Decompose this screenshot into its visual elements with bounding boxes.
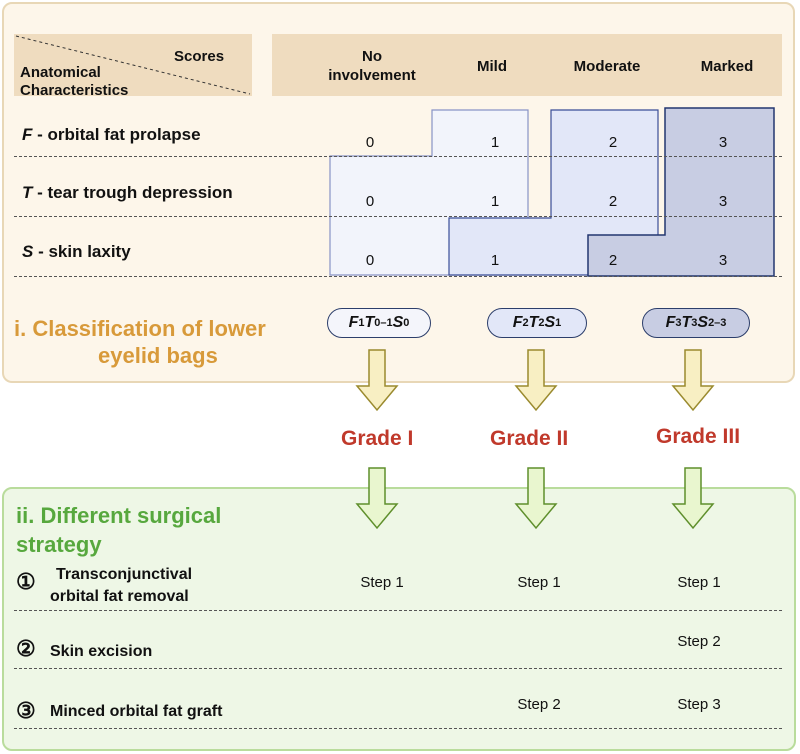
row-text-f: - orbital fat prolapse bbox=[32, 125, 201, 144]
grade-3-label: Grade III bbox=[656, 425, 741, 448]
step-label-1-line2: orbital fat removal bbox=[50, 588, 189, 605]
step-number-1: ① bbox=[16, 569, 36, 594]
score-cell: 2 bbox=[608, 134, 618, 151]
step-number-2: ② bbox=[16, 636, 36, 661]
step-cell: Step 3 bbox=[677, 696, 721, 713]
row-text-s: - skin laxity bbox=[33, 242, 131, 261]
step-label-2: Skin excision bbox=[50, 643, 153, 660]
grade-1-label: Grade I bbox=[341, 427, 414, 450]
classification-title-line2: eyelid bags bbox=[98, 343, 218, 368]
score-cell: 1 bbox=[490, 134, 500, 151]
strategy-title-line1: ii. Different surgical bbox=[16, 503, 222, 528]
score-cell: 0 bbox=[365, 193, 375, 210]
row-divider bbox=[14, 276, 782, 277]
score-cell: 0 bbox=[365, 134, 375, 151]
grade-2-label: Grade II bbox=[490, 427, 569, 450]
score-cell: 2 bbox=[608, 252, 618, 269]
corner-scores-label: Scores bbox=[174, 48, 225, 65]
col-none-line1: No bbox=[362, 48, 382, 65]
row-text-t: - tear trough depression bbox=[32, 183, 233, 202]
step-number-3: ③ bbox=[16, 698, 36, 723]
region-score-2 bbox=[448, 109, 659, 276]
score-cell: 1 bbox=[490, 193, 500, 210]
classification-title-line1: i. Classification of lower bbox=[14, 316, 266, 341]
score-cell: 3 bbox=[718, 134, 728, 151]
step-cell: Step 1 bbox=[677, 574, 721, 591]
row-letter-f: F bbox=[22, 125, 33, 144]
strategy-panel bbox=[2, 487, 796, 751]
score-cell: 1 bbox=[490, 252, 500, 269]
row-label-t: T - tear trough depression bbox=[22, 183, 233, 203]
row-divider bbox=[14, 216, 782, 217]
col-none-line2: involvement bbox=[328, 67, 416, 84]
step-label-1-line1: Transconjunctival bbox=[56, 566, 193, 583]
step-divider bbox=[14, 610, 782, 611]
step-divider bbox=[14, 668, 782, 669]
column-header-bar: No involvement Mild Moderate Marked bbox=[272, 34, 782, 96]
score-cell: 3 bbox=[718, 252, 728, 269]
row-letter-s: S bbox=[22, 242, 34, 261]
corner-diagonal bbox=[15, 35, 251, 95]
step-cell: Step 1 bbox=[517, 574, 561, 591]
score-cell: 0 bbox=[365, 252, 375, 269]
col-moderate: Moderate bbox=[573, 58, 641, 75]
score-regions bbox=[329, 107, 775, 277]
row-divider bbox=[14, 156, 782, 157]
col-marked: Marked bbox=[700, 58, 754, 75]
score-cell: 2 bbox=[608, 193, 618, 210]
row-label-s: S - skin laxity bbox=[22, 242, 131, 262]
step-cell: Step 2 bbox=[677, 633, 721, 650]
step-divider bbox=[14, 728, 782, 729]
strategy-title-line2: strategy bbox=[16, 532, 102, 557]
row-label-f: F - orbital fat prolapse bbox=[22, 125, 201, 145]
step-cell: Step 2 bbox=[517, 696, 561, 713]
step-cell: Step 1 bbox=[360, 574, 404, 591]
row-letter-t: T bbox=[22, 183, 33, 202]
score-cell: 3 bbox=[718, 193, 728, 210]
corner-anatomical-label: Anatomical bbox=[20, 64, 101, 81]
col-mild: Mild bbox=[477, 58, 507, 75]
corner-header: Scores Anatomical Characteristics bbox=[14, 34, 252, 99]
corner-characteristics-label: Characteristics bbox=[20, 82, 129, 99]
step-label-3: Minced orbital fat graft bbox=[50, 703, 223, 720]
